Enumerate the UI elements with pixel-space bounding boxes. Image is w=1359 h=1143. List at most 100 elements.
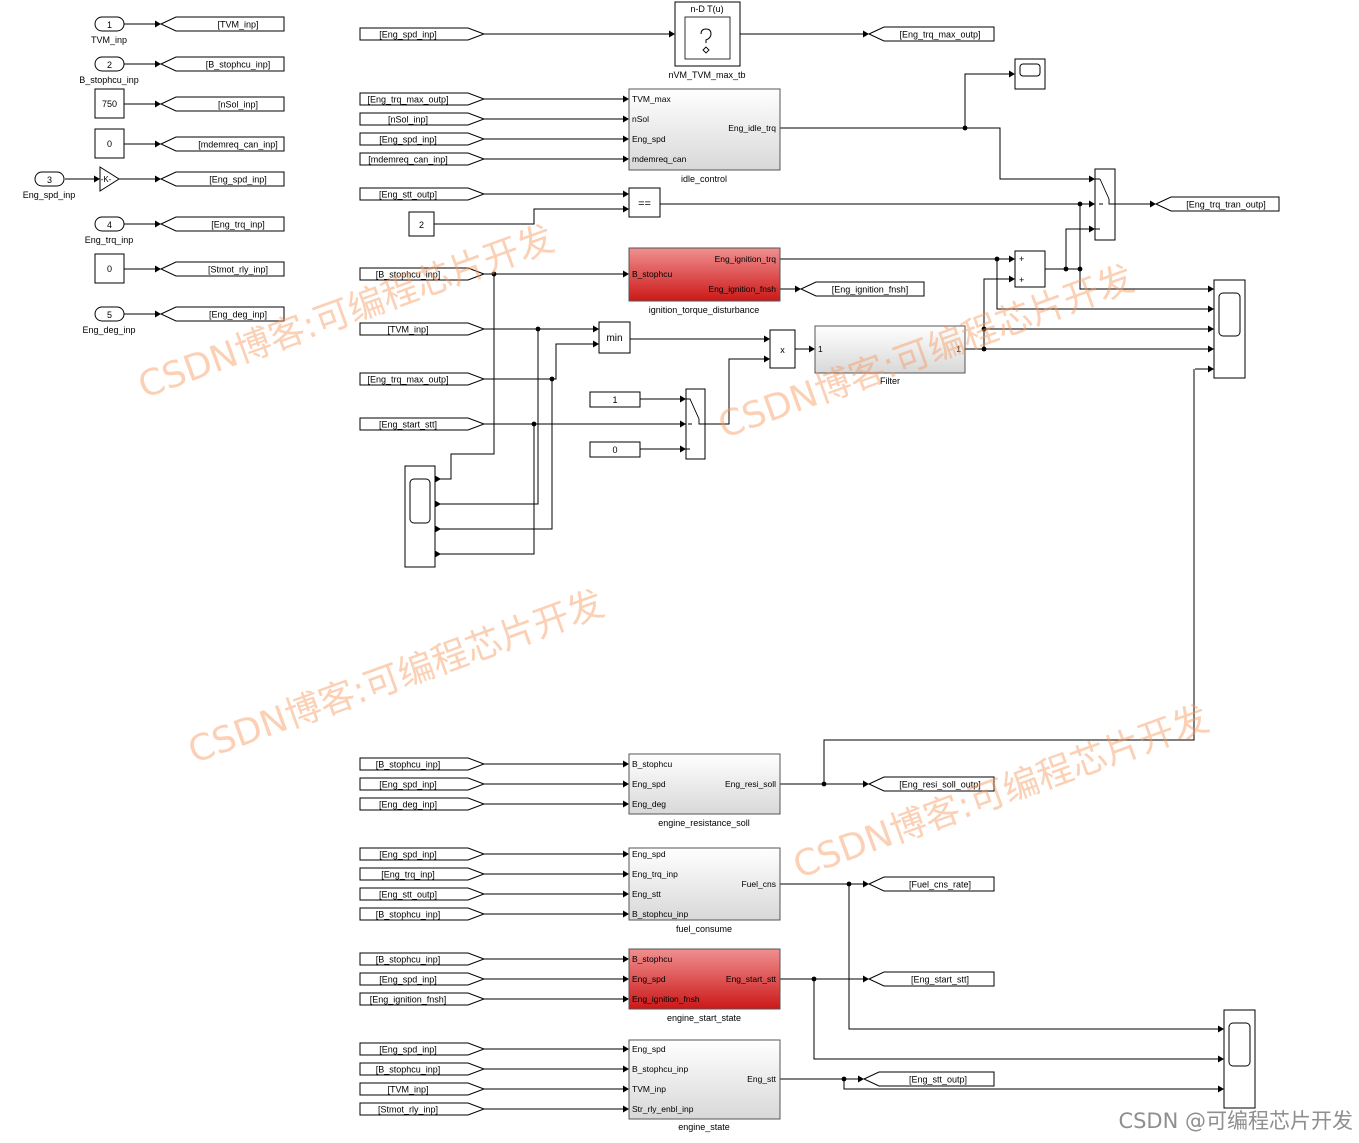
from-deg-resi[interactable]: [Eng_deg_inp] bbox=[359, 797, 486, 811]
svg-text:Eng_stt: Eng_stt bbox=[747, 1074, 776, 1084]
goto-bstop[interactable]: [B_stophcu_inp] bbox=[159, 56, 285, 72]
arrowheads bbox=[94, 20, 1224, 1113]
inport-4[interactable]: 4 bbox=[94, 216, 125, 232]
svg-text:[Eng_stt_outp]: [Eng_stt_outp] bbox=[379, 890, 437, 900]
svg-text:[TVM_inp]: [TVM_inp] bbox=[387, 1085, 428, 1095]
goto-stmot[interactable]: [Stmot_rly_inp] bbox=[159, 261, 285, 277]
switch-start[interactable] bbox=[685, 388, 706, 460]
goto-fuel[interactable]: [Fuel_cns_rate] bbox=[867, 876, 995, 892]
svg-text:[Eng_trq_max_outp]: [Eng_trq_max_outp] bbox=[367, 95, 448, 105]
svg-text:Eng_spd: Eng_spd bbox=[632, 974, 666, 984]
min-block[interactable]: min bbox=[598, 321, 631, 354]
constant-mdemreq[interactable]: 0 bbox=[94, 128, 125, 159]
switch-main[interactable] bbox=[1094, 168, 1116, 241]
svg-text:[Eng_trq_inp]: [Eng_trq_inp] bbox=[381, 870, 435, 880]
from-spd-start[interactable]: [Eng_spd_inp] bbox=[359, 972, 486, 986]
from-stt-fuel[interactable]: [Eng_stt_outp] bbox=[359, 887, 486, 901]
goto-start[interactable]: [Eng_start_stt] bbox=[867, 971, 995, 987]
svg-text:[B_stophcu_inp]: [B_stophcu_inp] bbox=[376, 760, 441, 770]
svg-text:[Stmot_rly_inp]: [Stmot_rly_inp] bbox=[208, 265, 268, 275]
constant-one[interactable]: 1 bbox=[589, 391, 641, 408]
ignition-torque-block[interactable]: B_stophcu Eng_ignition_trq Eng_ignition_… bbox=[628, 247, 781, 302]
svg-text:2: 2 bbox=[419, 220, 424, 230]
goto-trq[interactable]: [Eng_trq_inp] bbox=[159, 216, 285, 232]
from-trq-max-idle[interactable]: [Eng_trq_max_outp] bbox=[359, 92, 486, 106]
engine-start-state-block[interactable]: B_stophcu Eng_spd Eng_ignition_fnsh Eng_… bbox=[628, 948, 781, 1010]
from-stt-compare[interactable]: [Eng_stt_outp] bbox=[359, 187, 486, 201]
product-block[interactable]: x bbox=[769, 329, 796, 369]
svg-text:Eng_ignition_trq: Eng_ignition_trq bbox=[715, 254, 777, 264]
inport-3[interactable]: 3 bbox=[34, 171, 65, 187]
from-bstop-resi[interactable]: [B_stophcu_inp] bbox=[359, 757, 486, 771]
from-trq-max-min[interactable]: [Eng_trq_max_outp] bbox=[359, 372, 486, 386]
constant-nsol[interactable]: 750 bbox=[94, 88, 125, 119]
idle-control-block[interactable]: TVM_max nSol Eng_spd mdemreq_can Eng_idl… bbox=[628, 88, 781, 171]
from-bstop-ign[interactable]: [B_stophcu_inp] bbox=[359, 267, 486, 281]
from-spd-top[interactable]: [Eng_spd_inp] bbox=[359, 27, 486, 41]
svg-text:3: 3 bbox=[47, 175, 52, 185]
constant-zero[interactable]: 0 bbox=[589, 441, 641, 458]
from-mdem[interactable]: [mdemreq_can_inp] bbox=[359, 152, 486, 166]
scope-bottom[interactable] bbox=[1223, 1009, 1256, 1109]
svg-text:1: 1 bbox=[818, 344, 823, 354]
from-stmot-state[interactable]: [Stmot_rly_inp] bbox=[359, 1102, 486, 1116]
svg-text:5: 5 bbox=[107, 310, 112, 320]
from-trq-fuel[interactable]: [Eng_trq_inp] bbox=[359, 867, 486, 881]
svg-text:0: 0 bbox=[107, 264, 112, 274]
scope-top[interactable] bbox=[1014, 58, 1046, 90]
svg-text:nSol: nSol bbox=[632, 114, 649, 124]
sum-block[interactable]: + + bbox=[1014, 250, 1046, 288]
scope-left[interactable] bbox=[404, 465, 436, 568]
svg-text:0: 0 bbox=[612, 445, 617, 455]
constant-stmot[interactable]: 0 bbox=[94, 253, 125, 284]
from-spd-fuel[interactable]: [Eng_spd_inp] bbox=[359, 847, 486, 861]
inport-2[interactable]: 2 bbox=[94, 56, 125, 72]
inport-5[interactable]: 5 bbox=[94, 306, 125, 322]
svg-text:TVM_inp: TVM_inp bbox=[632, 1084, 666, 1094]
inport-3-label: Eng_spd_inp bbox=[23, 190, 76, 200]
svg-text:[Eng_trq_max_outp]: [Eng_trq_max_outp] bbox=[899, 30, 980, 40]
engine-state-block[interactable]: Eng_spd B_stophcu_inp TVM_inp Str_rly_en… bbox=[628, 1039, 781, 1120]
from-nsol[interactable]: [nSol_inp] bbox=[359, 112, 486, 126]
goto-resi[interactable]: [Eng_resi_soll_outp] bbox=[867, 776, 995, 792]
svg-text:B_stophcu_inp: B_stophcu_inp bbox=[632, 909, 689, 919]
from-bstop-fuel[interactable]: [B_stophcu_inp] bbox=[359, 907, 486, 921]
goto-deg[interactable]: [Eng_deg_inp] bbox=[159, 306, 285, 322]
from-spd-state[interactable]: [Eng_spd_inp] bbox=[359, 1042, 486, 1056]
gain-block[interactable]: -K- bbox=[99, 166, 120, 192]
lookup-table-block[interactable]: n-D T(u) bbox=[674, 1, 741, 67]
from-ign-start[interactable]: [Eng_ignition_fnsh] bbox=[359, 992, 486, 1006]
from-start-stt[interactable]: [Eng_start_stt] bbox=[359, 417, 486, 431]
from-bstop-state[interactable]: [B_stophcu_inp] bbox=[359, 1062, 486, 1076]
svg-text:[Eng_start_stt]: [Eng_start_stt] bbox=[379, 420, 437, 430]
from-spd-resi[interactable]: [Eng_spd_inp] bbox=[359, 777, 486, 791]
from-spd-idle[interactable]: [Eng_spd_inp] bbox=[359, 132, 486, 146]
goto-ign-fnsh[interactable]: [Eng_ignition_fnsh] bbox=[799, 281, 925, 297]
from-tvm-state[interactable]: [TVM_inp] bbox=[359, 1082, 486, 1096]
goto-stt[interactable]: [Eng_stt_outp] bbox=[862, 1071, 995, 1087]
svg-text:Eng_idle_trq: Eng_idle_trq bbox=[728, 123, 776, 133]
fuel-consume-block[interactable]: Eng_spd Eng_trq_inp Eng_stt B_stophcu_in… bbox=[628, 847, 781, 921]
svg-text:+: + bbox=[1019, 275, 1024, 285]
goto-spd[interactable]: [Eng_spd_inp] bbox=[159, 171, 285, 187]
lookup-table-label: nVM_TVM_max_tb bbox=[668, 70, 745, 80]
goto-nsol[interactable]: [nSol_inp] bbox=[159, 96, 285, 112]
goto-tvm[interactable]: [TVM_inp] bbox=[159, 16, 285, 32]
goto-tran[interactable]: [Eng_trq_tran_outp] bbox=[1154, 196, 1280, 212]
svg-text:[Eng_spd_inp]: [Eng_spd_inp] bbox=[209, 175, 267, 185]
svg-text:0: 0 bbox=[107, 139, 112, 149]
svg-text:[nSol_inp]: [nSol_inp] bbox=[218, 100, 258, 110]
goto-trq-max[interactable]: [Eng_trq_max_outp] bbox=[867, 26, 995, 42]
constant-stt-compare[interactable]: 2 bbox=[408, 211, 435, 237]
from-tvm[interactable]: [TVM_inp] bbox=[359, 322, 486, 336]
svg-text:[Eng_spd_inp]: [Eng_spd_inp] bbox=[379, 850, 437, 860]
filter-block[interactable]: 1 1 bbox=[814, 325, 966, 374]
svg-text:[mdemreq_can_inp]: [mdemreq_can_inp] bbox=[198, 140, 278, 150]
engine-resistance-block[interactable]: B_stophcu Eng_spd Eng_deg Eng_resi_soll bbox=[628, 753, 781, 815]
goto-mdem[interactable]: [mdemreq_can_inp] bbox=[159, 136, 285, 152]
from-bstop-start[interactable]: [B_stophcu_inp] bbox=[359, 952, 486, 966]
inport-1[interactable]: 1 bbox=[94, 16, 125, 32]
scope-right[interactable] bbox=[1213, 279, 1246, 379]
relational-operator-block[interactable]: == bbox=[628, 187, 661, 218]
